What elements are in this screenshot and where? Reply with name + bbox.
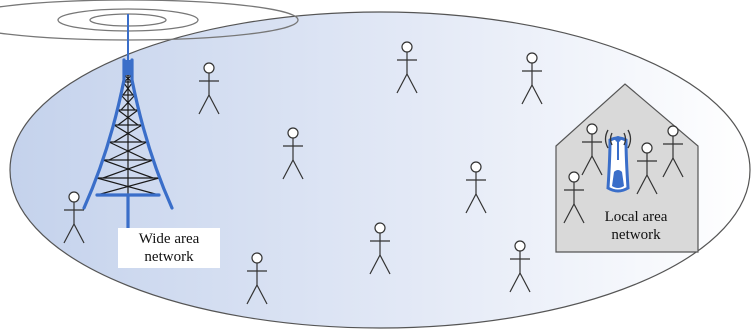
wifi-router-icon [606,130,631,191]
wan-label: Wide area network [118,228,220,268]
lan-label: Local area network [590,208,682,244]
lan-label-line2: network [590,226,682,244]
radio-waves-icon [0,0,298,40]
wan-label-line1: Wide area [118,230,220,248]
lan-label-line1: Local area [590,208,682,226]
wan-label-line2: network [118,248,220,266]
